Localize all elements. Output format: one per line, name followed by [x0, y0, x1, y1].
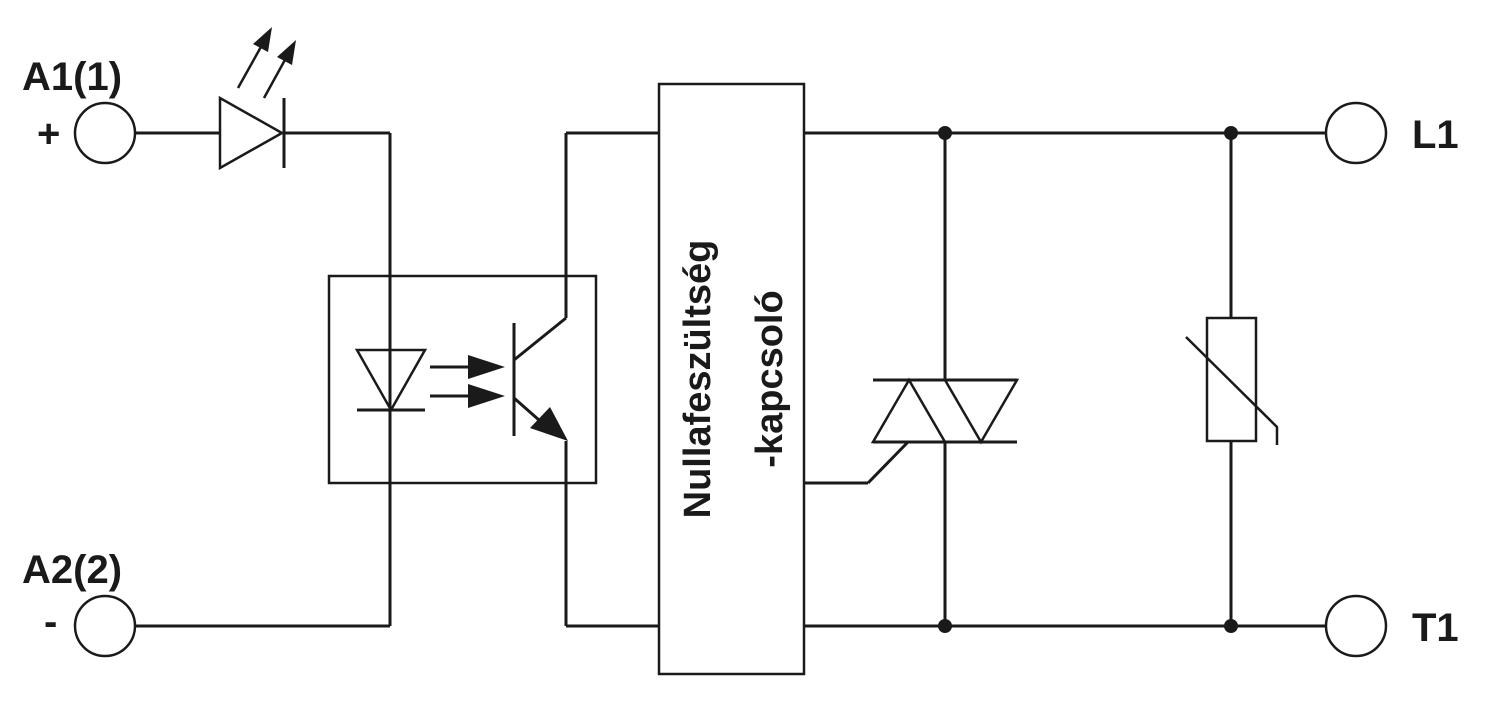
zero-cross-switch-label-line1: Nullafeszültség	[677, 240, 719, 519]
output-wiring	[804, 131, 1326, 628]
junction-dots	[938, 126, 1238, 633]
terminal-a2-label: A2(2)	[22, 548, 122, 592]
terminal-l1-label: L1	[1412, 113, 1459, 157]
coupler-output-wiring	[564, 131, 659, 628]
terminal-a1	[73, 101, 137, 165]
light-coupling-arrows-icon	[430, 355, 505, 408]
optocoupler	[327, 274, 598, 485]
zero-cross-switch-block: Nullafeszültség -kapcsoló	[657, 82, 806, 676]
triac-icon	[870, 377, 1020, 445]
phototransistor-icon	[512, 316, 568, 441]
varistor-icon	[1185, 316, 1279, 445]
terminal-t1	[1324, 594, 1388, 658]
terminal-a2-polarity: -	[44, 600, 57, 644]
terminal-a2	[73, 594, 137, 658]
input-led-icon	[218, 27, 296, 171]
zero-cross-switch-label-line2: -kapcsoló	[749, 290, 791, 467]
terminal-a1-label: A1(1)	[22, 55, 122, 99]
terminal-l1	[1324, 101, 1388, 165]
input-wiring	[135, 131, 392, 628]
optocoupler-diode-icon	[354, 348, 428, 413]
terminal-t1-label: T1	[1412, 606, 1459, 650]
terminal-a1-polarity: +	[37, 112, 60, 156]
